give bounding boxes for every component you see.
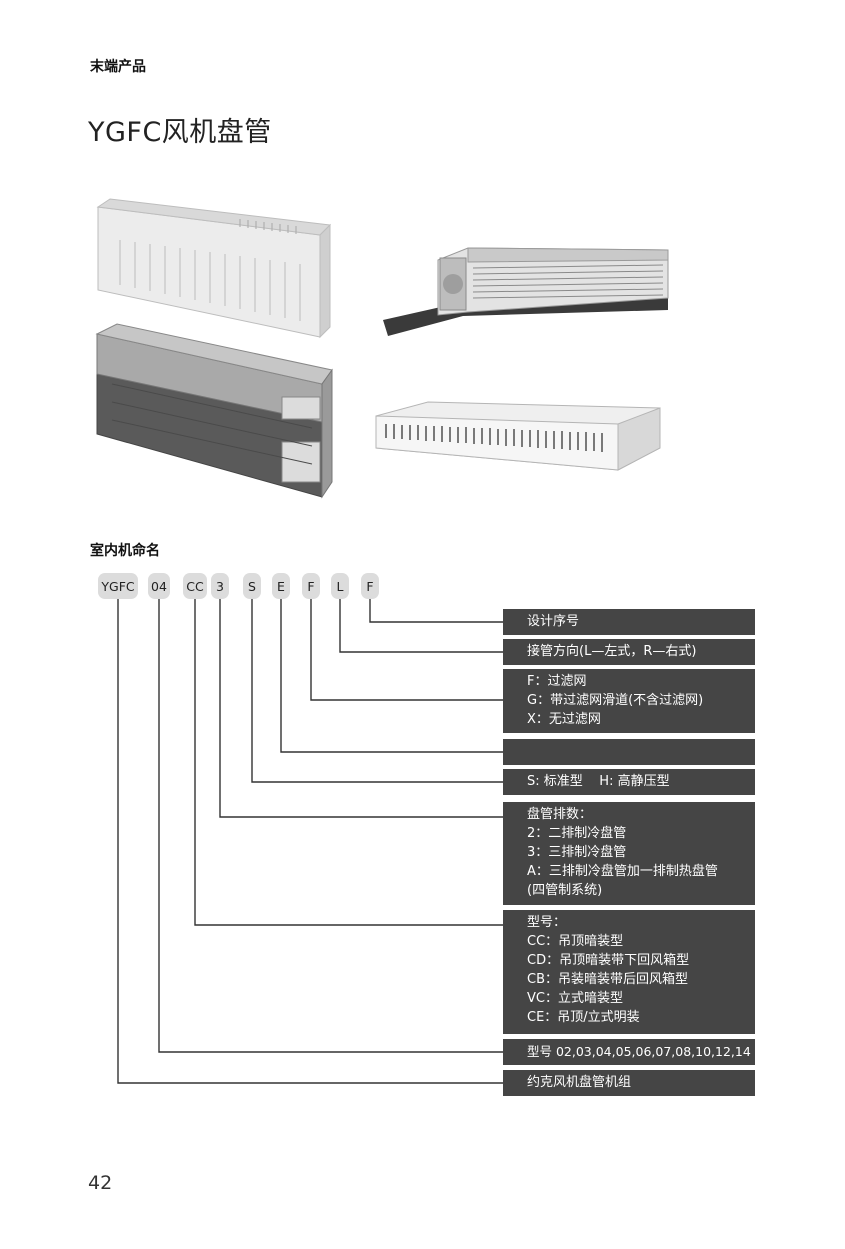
code-pill-type: CC: [183, 573, 207, 599]
desc-filter: F：过滤网 G：带过滤网滑道(不含过滤网) X：无过滤网: [503, 669, 755, 733]
desc-line: CE：吊顶/立式明装: [527, 1010, 640, 1025]
desc-static-pressure: S: 标准型 H: 高静压型: [503, 769, 755, 795]
desc-line: 盘管排数：: [527, 807, 593, 822]
desc-pipe-direction: 接管方向(L—左式，R—右式): [503, 639, 755, 665]
product-image-ducted-unit: [383, 247, 669, 336]
connector-design-serial: [369, 599, 503, 623]
desc-line: CB：吊装暗装带后回风箱型: [527, 972, 688, 987]
desc-line: (四管制系统): [527, 883, 603, 898]
connector-pipe-direction: [339, 599, 503, 653]
naming-heading: 室内机命名: [90, 543, 160, 559]
connector-static-pressure: [251, 599, 503, 783]
desc-line: 型号：: [527, 915, 567, 930]
model-code-row: YGFC 04 CC 3 S E F L F: [0, 573, 845, 599]
product-image-floor-cabinet: [96, 198, 332, 339]
code-pill-static-pressure: S: [243, 573, 261, 599]
page-number: 42: [88, 1172, 113, 1194]
section-label: 末端产品: [90, 59, 146, 75]
desc-line: CC：吊顶暗装型: [527, 934, 624, 949]
desc-line: CD：吊顶暗装带下回风箱型: [527, 953, 690, 968]
desc-capacity: 型号 02,03,04,05,06,07,08,10,12,14: [503, 1039, 755, 1065]
code-pill-design-serial: F: [361, 573, 379, 599]
desc-line: 型号 02,03,04,05,06,07,08,10,12,14: [527, 1044, 751, 1059]
desc-line: X：无过滤网: [527, 712, 601, 727]
page-title: YGFC风机盘管: [88, 117, 272, 148]
desc-series: 约克风机盘管机组: [503, 1070, 755, 1096]
connector-filter: [310, 599, 503, 701]
code-pill-series: YGFC: [98, 573, 138, 599]
desc-line: 3：三排制冷盘管: [527, 845, 627, 860]
code-pill-coil-rows: 3: [211, 573, 229, 599]
desc-line: VC：立式暗装型: [527, 991, 623, 1006]
code-pill-pipe-direction: L: [331, 573, 349, 599]
desc-line: 接管方向(L—左式，R—右式): [527, 644, 697, 659]
desc-coil-rows: 盘管排数： 2：二排制冷盘管 3：三排制冷盘管 A：三排制冷盘管加一排制热盘管 …: [503, 802, 755, 905]
code-pill-capacity: 04: [148, 573, 170, 599]
connector-coil-rows: [219, 599, 503, 818]
product-image-concealed-unit: [95, 323, 333, 499]
desc-line: 约克风机盘管机组: [527, 1075, 632, 1090]
connector-series: [117, 599, 503, 1084]
connector-capacity: [158, 599, 503, 1053]
code-pill-drain-pan: E: [272, 573, 290, 599]
product-image-exposed-unit: [375, 401, 661, 471]
desc-line: 设计序号: [527, 614, 580, 629]
desc-drain-pan: E: 加长水盘 X: 标准型: [503, 739, 755, 797]
desc-design-serial: 设计序号: [503, 609, 755, 635]
desc-line: S: 标准型 H: 高静压型: [527, 774, 670, 789]
code-pill-filter: F: [302, 573, 320, 599]
desc-line: 2：二排制冷盘管: [527, 826, 627, 841]
desc-line: F：过滤网: [527, 674, 587, 689]
connector-type: [194, 599, 503, 926]
desc-line: G：带过滤网滑道(不含过滤网): [527, 693, 704, 708]
desc-line: A：三排制冷盘管加一排制热盘管: [527, 864, 718, 879]
connector-drain-pan: [280, 599, 503, 753]
desc-model-type: 型号： CC：吊顶暗装型 CD：吊顶暗装带下回风箱型 CB：吊装暗装带后回风箱型…: [503, 910, 755, 1034]
